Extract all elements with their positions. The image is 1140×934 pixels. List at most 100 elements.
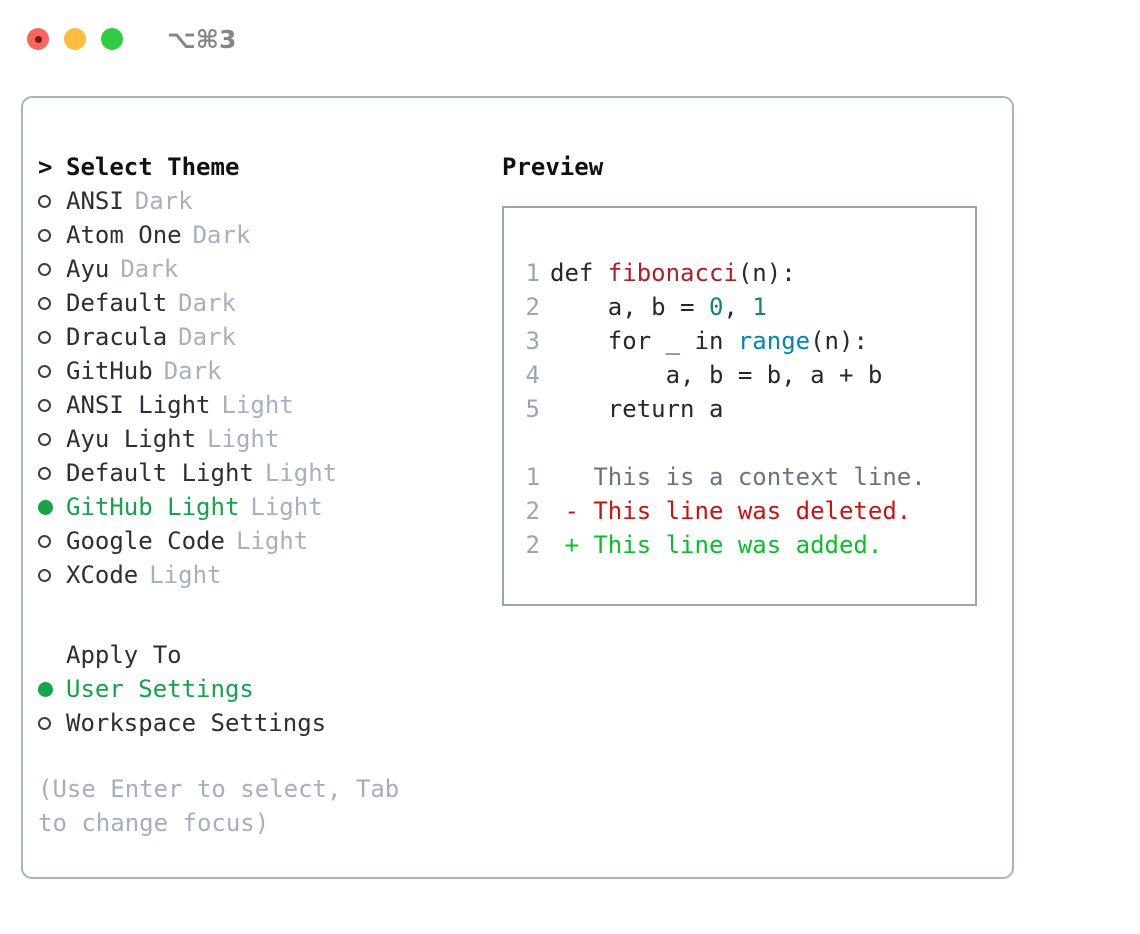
code-token: return [550, 395, 709, 423]
close-button[interactable] [27, 28, 49, 50]
minimize-button[interactable] [64, 28, 86, 50]
theme-name: XCode [66, 561, 139, 589]
code-token: (n): [810, 327, 868, 355]
code-token: for [550, 327, 666, 355]
diff-text: + This line was added. [550, 531, 883, 559]
theme-name: Dracula [66, 323, 168, 351]
theme-name: Ayu Light [66, 425, 197, 453]
spacer-icon [38, 638, 66, 672]
theme-list-item[interactable]: XCode Light [38, 558, 488, 592]
code-text: for _ in range(n): [550, 324, 868, 358]
theme-variant-label: Light [207, 425, 280, 453]
theme-list-item[interactable]: Ayu Light Light [38, 422, 488, 456]
theme-name: GitHub [66, 357, 153, 385]
code-text: a, b = 0, 1 [550, 290, 767, 324]
radio-icon[interactable] [38, 456, 66, 490]
code-line: 4 a, b = b, a + b [504, 358, 975, 392]
caret-icon: > [38, 153, 53, 181]
diff-line: 2 + This line was added. [504, 528, 975, 562]
theme-variant-label: Light [235, 527, 309, 555]
zoom-button[interactable] [101, 28, 123, 50]
theme-variant-label: Dark [178, 289, 236, 317]
radio-icon[interactable] [38, 354, 66, 388]
theme-name: ANSI Light [66, 391, 211, 419]
theme-variant-label: Dark [178, 323, 236, 351]
code-token: 1 [752, 293, 767, 321]
code-token: a, b = b, a + b [550, 361, 883, 389]
code-token: a [708, 395, 724, 423]
theme-list-item[interactable]: Dracula Dark [38, 320, 488, 354]
line-number: 2 [525, 531, 540, 559]
radio-selected-icon[interactable] [38, 672, 66, 706]
window-controls [27, 28, 123, 50]
radio-icon[interactable] [38, 252, 66, 286]
code-diff-spacer [504, 426, 975, 460]
theme-variant-label: Dark [192, 221, 251, 249]
diff-text: - This line was deleted. [550, 497, 912, 525]
theme-name: Default [66, 289, 168, 317]
theme-variant-label: Light [250, 493, 323, 521]
radio-icon[interactable] [38, 706, 66, 740]
theme-list-item[interactable]: Default Dark [38, 286, 488, 320]
radio-icon[interactable] [38, 286, 66, 320]
apply-to-option[interactable]: User Settings [38, 672, 488, 706]
radio-icon[interactable] [38, 218, 66, 252]
code-token: def [550, 259, 608, 287]
radio-icon[interactable] [38, 184, 66, 218]
apply-to-header: Apply To [38, 638, 488, 672]
radio-icon[interactable] [38, 524, 66, 558]
theme-list-item[interactable]: Atom One Dark [38, 218, 488, 252]
code-token: in [694, 327, 738, 355]
code-text: def fibonacci(n): [550, 256, 796, 290]
radio-icon[interactable] [38, 558, 66, 592]
theme-name: Ayu [66, 255, 110, 283]
theme-list-item[interactable]: Ayu Dark [38, 252, 488, 286]
select-theme-title: Select Theme [66, 153, 240, 181]
theme-variant-label: Light [149, 561, 222, 589]
line-number: 5 [525, 395, 540, 423]
line-number: 2 [525, 293, 540, 321]
diff-sample: 1 This is a context line. 2 - This line w… [504, 460, 975, 562]
radio-selected-icon[interactable] [38, 490, 66, 524]
diff-text: This is a context line. [550, 463, 926, 491]
radio-icon[interactable] [38, 388, 66, 422]
preview-title: Preview [502, 153, 604, 181]
radio-icon[interactable] [38, 320, 66, 354]
theme-list-item[interactable]: ANSI Light Light [38, 388, 488, 422]
code-token: range [737, 327, 811, 355]
code-token: a, b = [550, 293, 709, 321]
code-token: , [723, 293, 753, 321]
apply-to-option[interactable]: Workspace Settings [38, 706, 488, 740]
diff-line: 1 This is a context line. [504, 460, 975, 494]
code-line: 3 for _ in range(n): [504, 324, 975, 358]
theme-variant-label: Dark [120, 255, 179, 283]
theme-variant-label: Light [221, 391, 294, 419]
code-token: (n): [737, 259, 796, 287]
line-number: 3 [525, 327, 540, 355]
select-theme-header: > Select Theme [38, 150, 488, 184]
theme-variant-label: Dark [134, 187, 193, 215]
theme-name: Default Light [66, 459, 254, 487]
apply-to-title: Apply To [66, 641, 182, 669]
theme-name: Atom One [66, 221, 182, 249]
section-spacer [38, 592, 488, 638]
code-text: return a [550, 392, 724, 426]
code-line: 5 return a [504, 392, 975, 426]
code-token: 0 [708, 293, 724, 321]
code-text: a, b = b, a + b [550, 358, 883, 392]
apply-to-option-label: Workspace Settings [66, 709, 327, 737]
code-token: _ [665, 327, 695, 355]
line-number: 4 [525, 361, 540, 389]
radio-icon[interactable] [38, 422, 66, 456]
line-number: 1 [525, 463, 540, 491]
